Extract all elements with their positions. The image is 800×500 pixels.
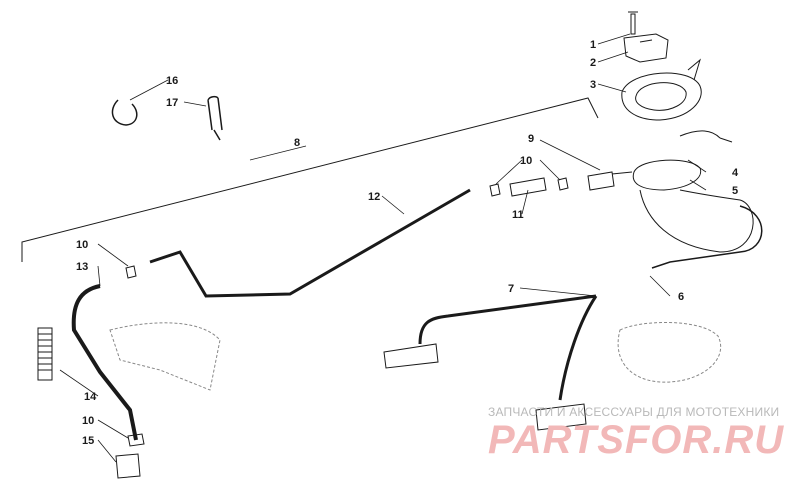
part-13-hose <box>71 284 138 441</box>
part-9-fitting <box>587 171 633 191</box>
part-11-hose <box>509 177 547 197</box>
callout-13: 13 <box>76 261 88 273</box>
callout-4: 4 <box>732 167 739 179</box>
part-6-return-line <box>651 205 763 269</box>
part-7-pad-left <box>383 343 439 369</box>
part-7-pad-right <box>535 403 587 431</box>
part-4-pump-top <box>632 130 733 191</box>
callout-5: 5 <box>732 185 738 197</box>
assembly-bracket-line <box>21 97 599 262</box>
callout-2: 2 <box>590 57 596 69</box>
watermark-brand: PARTSFOR.RU <box>488 418 785 462</box>
part-7-vent-line <box>418 294 598 401</box>
callout-3: 3 <box>590 79 596 91</box>
part-3-gasket <box>621 58 702 121</box>
callout-17: 17 <box>166 97 178 109</box>
part-5-pump-body <box>639 189 754 253</box>
frame-context-left <box>109 322 221 391</box>
callout-9: 9 <box>528 133 534 145</box>
callout-10-middle: 10 <box>76 239 88 251</box>
part-14-corrugated-sleeve <box>37 327 53 381</box>
part-10-clamp-left <box>125 265 137 279</box>
callout-6: 6 <box>678 291 684 303</box>
part-16-clip <box>111 99 138 126</box>
callout-8: 8 <box>294 137 300 149</box>
part-12-fuel-line <box>149 188 471 298</box>
callout-16: 16 <box>166 75 178 87</box>
part-10-clamp-upper-1 <box>489 183 501 197</box>
tank-context-right <box>617 321 722 383</box>
callout-1: 1 <box>590 39 596 51</box>
part-10-clamp-lower <box>127 433 145 447</box>
callout-14: 14 <box>84 391 97 403</box>
part-1-screw <box>628 11 638 35</box>
part-15-elbow <box>115 453 141 479</box>
callout-10-lower: 10 <box>82 415 94 427</box>
callout-15: 15 <box>82 435 94 447</box>
part-2-bracket <box>623 33 669 63</box>
watermark-subtitle: ЗАПЧАСТИ И АКСЕССУАРЫ ДЛЯ МОТОТЕХНИКИ <box>488 405 780 419</box>
part-10-clamp-upper-2 <box>557 177 569 191</box>
callout-10-upper: 10 <box>520 155 532 167</box>
part-17-clamp <box>207 95 223 141</box>
callout-7: 7 <box>508 283 514 295</box>
callout-12: 12 <box>368 191 380 203</box>
callout-11: 11 <box>512 209 524 221</box>
